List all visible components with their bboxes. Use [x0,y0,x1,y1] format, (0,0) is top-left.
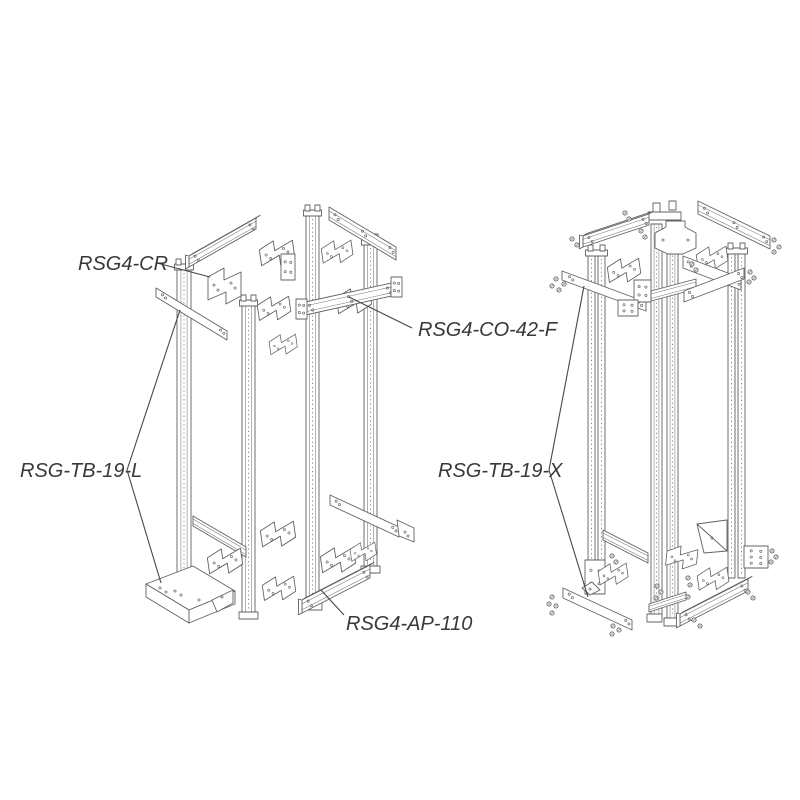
right-gusset-plate [696,519,728,554]
leader-rsg-tb-19-l-upper [126,309,181,471]
right-lower-side-rail [602,529,649,564]
part-labels: RSG4-CR RSG4-CO-42-F RSG-TB-19-L RSG4-AP… [20,253,563,635]
left-small-plate-upper [280,253,296,281]
right-crossbar-right [683,267,745,303]
label-rsg-tb-19-l: RSG-TB-19-L [20,460,142,482]
right-base-strip-rsg-tb-19-x [562,587,633,631]
right-top-rail [579,210,654,250]
right-small-plate [617,299,639,317]
leader-rsg4-cr [156,262,211,278]
left-lower-side-rail [192,515,247,558]
left-top-plate [328,206,397,261]
left-top-rail [185,214,261,270]
leader-rsg-tb-19-l-lower [126,469,162,584]
left-upper-strip [155,287,228,341]
right-post-right [725,242,748,579]
bracket-rsg4-cr [207,267,242,305]
right-center-u-bracket [654,220,697,255]
base-tray-rsg-tb-19-l [145,565,236,624]
left-crossbar-end-plate [295,298,308,320]
right-center-foot [646,613,663,623]
left-crossbar-end-plate [390,276,403,298]
label-rsg-tb-19-x: RSG-TB-19-X [438,460,563,482]
right-center-base-rail [648,591,687,613]
left-right-base-rail [329,494,400,538]
leader-rsg4-ap-110 [320,589,345,616]
label-rsg4-ap-110: RSG4-AP-110 [346,613,472,635]
leader-rsg-tb-19-x-upper [548,285,585,471]
leader-rsg4-co-42-f [348,296,413,329]
drawing-layer [145,200,782,637]
left-rail-rsg4-ap-110 [298,561,375,616]
left-right-base-flag [396,519,415,543]
leader-lines [126,262,589,616]
right-post-right-foot [743,545,769,569]
label-rsg4-cr: RSG4-CR [78,253,168,275]
left-post-center [302,204,323,611]
right-top-plate [697,200,771,250]
right-center-top-ear [668,200,677,211]
right-center-top-cap [647,211,682,221]
right-crossbar-left [650,278,697,302]
right-crossbar-end-block [633,279,652,303]
left-post-mid-left [238,294,259,620]
leader-rsg-tb-19-x-lower [548,469,589,598]
right-post-center-a [650,223,663,615]
right-center-top-ear [652,202,661,213]
label-rsg4-co-42-f: RSG4-CO-42-F [418,319,559,341]
